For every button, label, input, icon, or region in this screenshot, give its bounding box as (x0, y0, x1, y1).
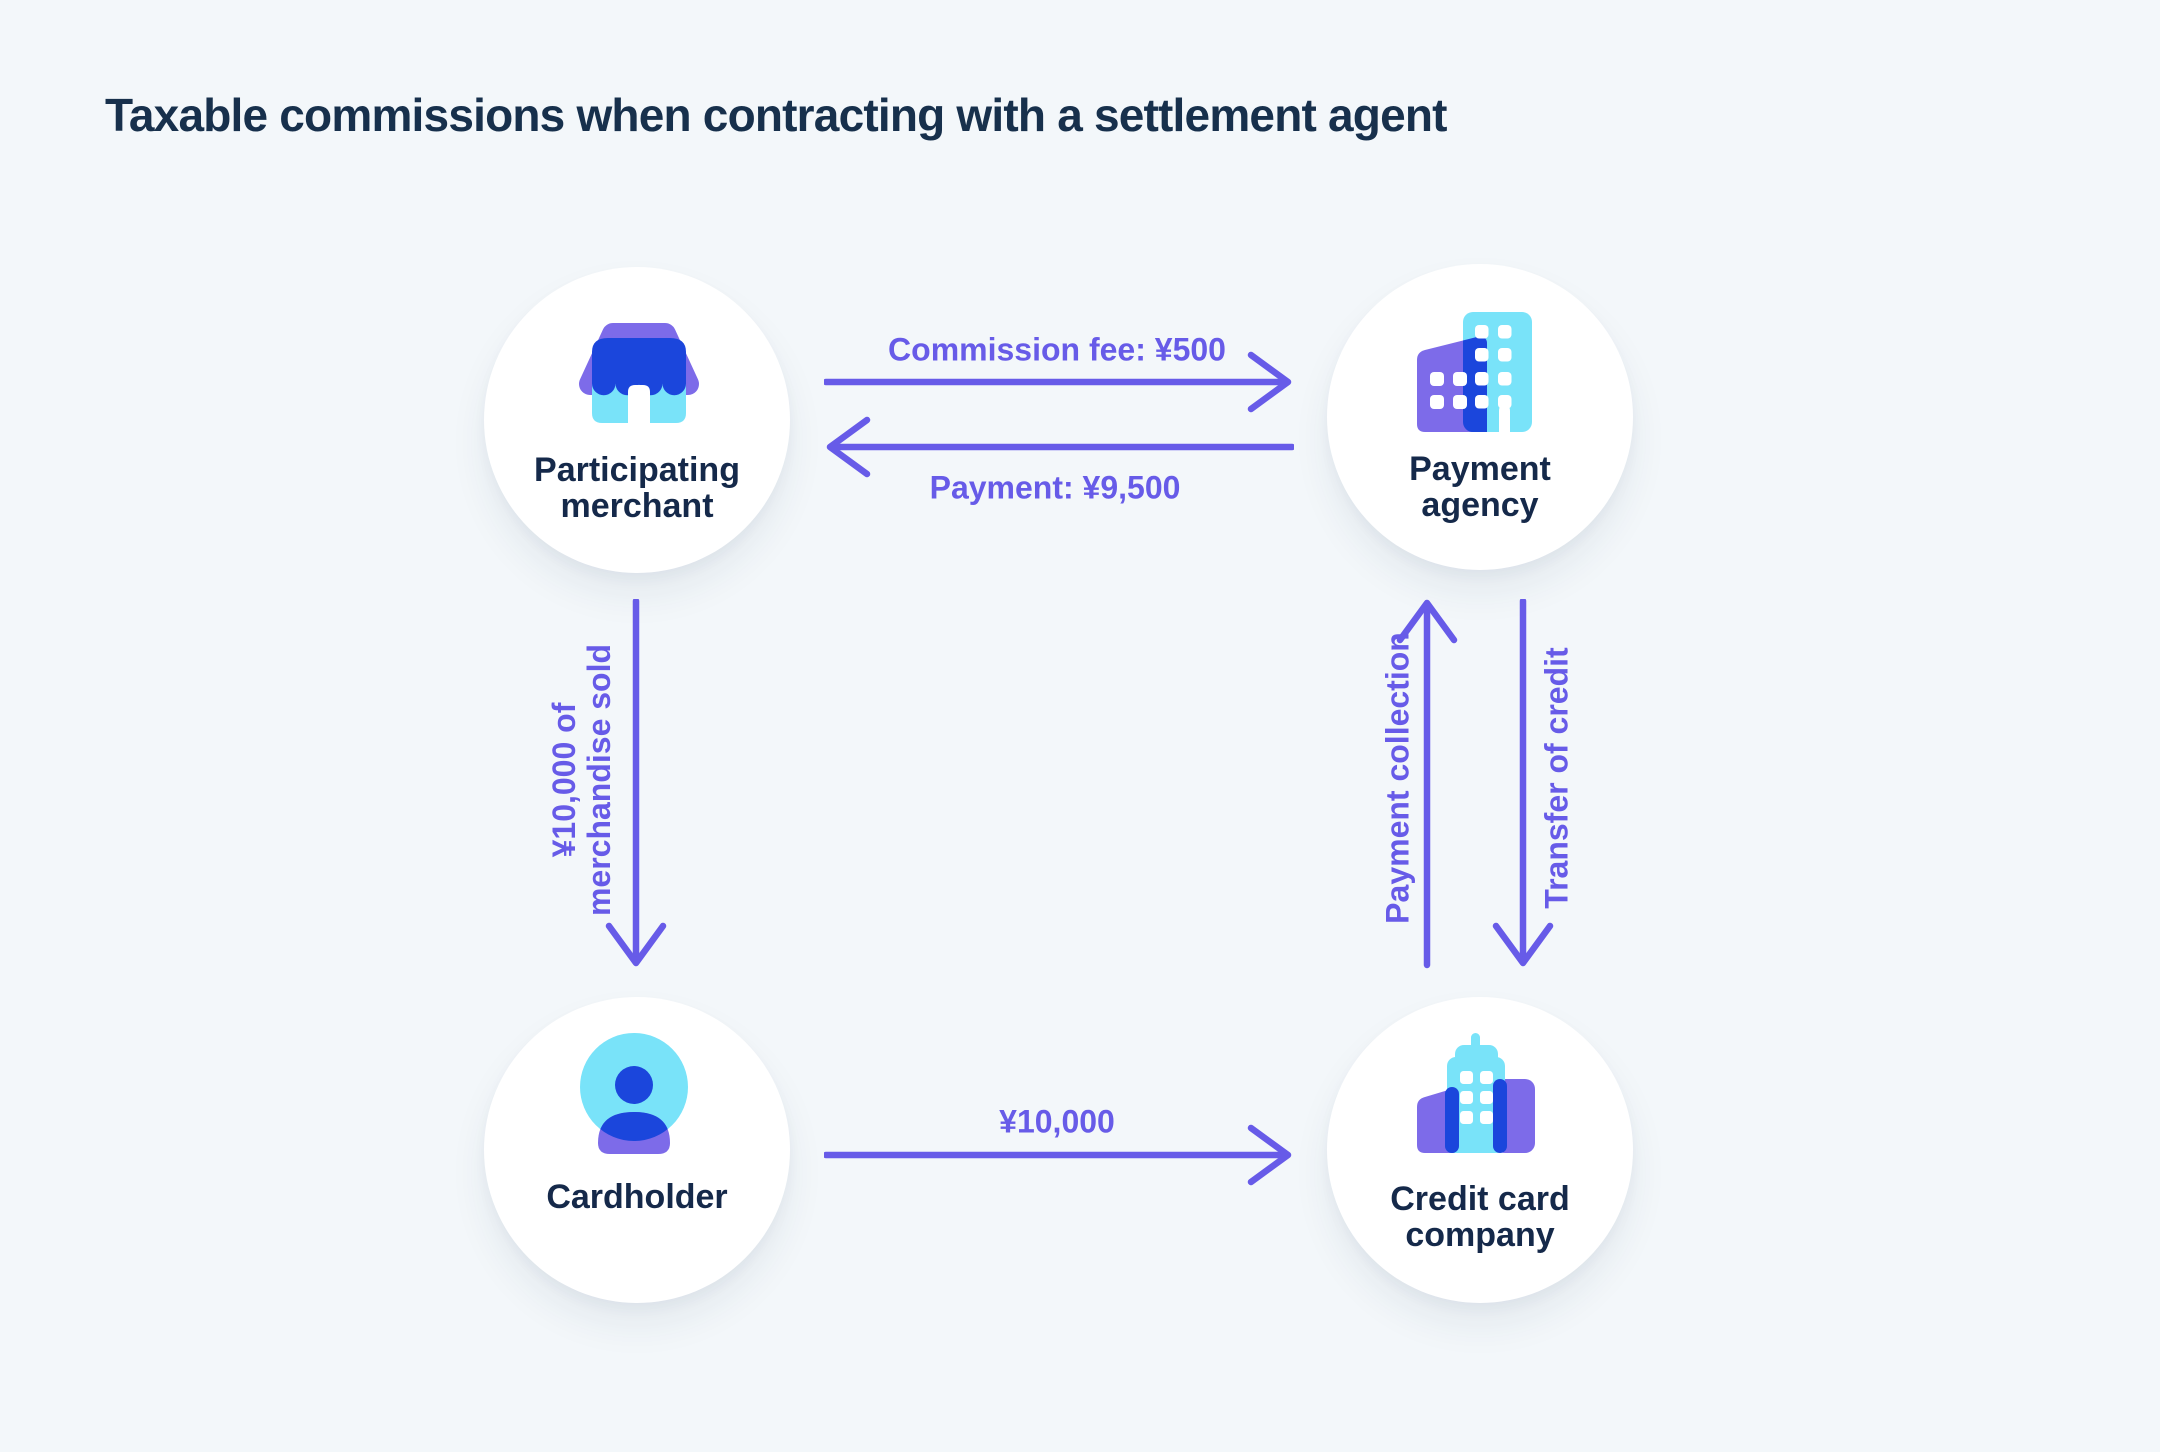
city-buildings-icon (1417, 1033, 1535, 1153)
edge-label-payment: Payment: ¥9,500 (929, 469, 1181, 506)
node-payment-agency: Payment agency (1327, 264, 1633, 570)
arrow-payment-left (826, 416, 1294, 478)
storefront-icon (579, 323, 699, 423)
node-participating-merchant: Participating merchant (484, 267, 790, 573)
person-icon (580, 1033, 688, 1154)
edge-label-commission-fee: Commission fee: ¥500 (888, 331, 1226, 368)
page-title: Taxable commissions when contracting wit… (105, 89, 1447, 141)
arrow-merchandise-down (605, 599, 667, 967)
node-label-payment-agency: Payment agency (1409, 450, 1551, 524)
arrow-transfer-of-credit-down (1492, 599, 1554, 967)
edge-label-transfer-of-credit: Transfer of credit (1538, 647, 1575, 909)
arrow-card-payment-right (824, 1124, 1292, 1186)
node-cardholder: Cardholder (484, 997, 790, 1303)
node-credit-card-company: Credit card company (1327, 997, 1633, 1303)
arrow-payment-collection-up (1396, 599, 1458, 969)
edge-label-card-payment: ¥10,000 (999, 1103, 1115, 1140)
edge-label-merchandise-sold: ¥10,000 of merchandise sold (546, 643, 617, 917)
node-label-credit-card-company: Credit card company (1390, 1180, 1570, 1254)
node-label-participating-merchant: Participating merchant (534, 451, 740, 525)
arrow-commission-fee-right (824, 351, 1292, 413)
edge-label-payment-collection: Payment collection (1379, 632, 1416, 924)
node-label-cardholder: Cardholder (546, 1178, 728, 1216)
office-buildings-icon (1417, 312, 1532, 432)
